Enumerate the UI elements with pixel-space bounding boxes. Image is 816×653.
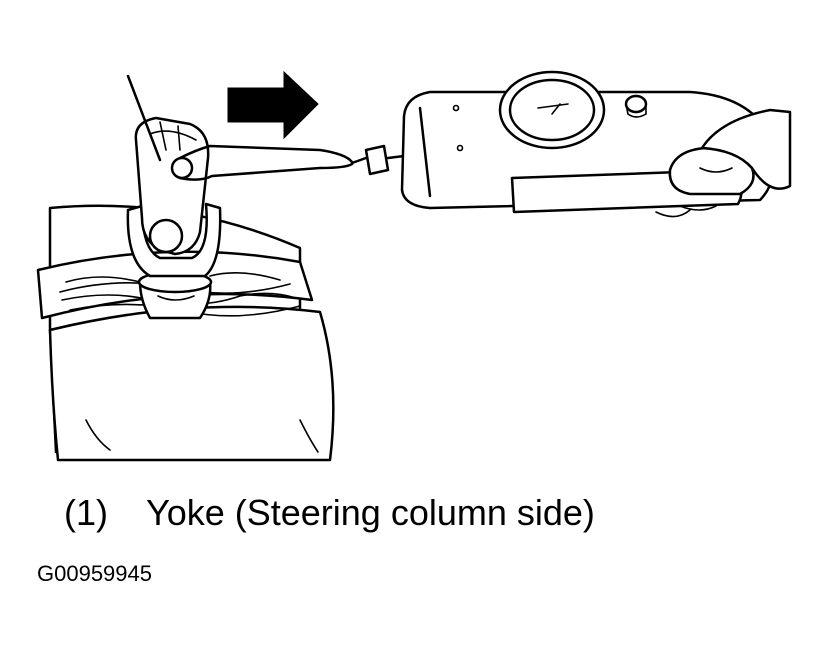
yoke [126, 116, 222, 278]
pull-direction-arrow-icon [227, 70, 319, 140]
yoke-leader-line [126, 74, 162, 162]
caption-number: (1) [64, 492, 108, 533]
figure-id: G00959945 [37, 561, 152, 586]
wire-hook [178, 144, 368, 181]
steering-shaft [137, 270, 213, 320]
caption-text: Yoke (Steering column side) [146, 492, 595, 533]
hand [655, 108, 792, 218]
yoke-pull-scale-illustration [36, 70, 792, 462]
spring-scale [364, 70, 776, 214]
